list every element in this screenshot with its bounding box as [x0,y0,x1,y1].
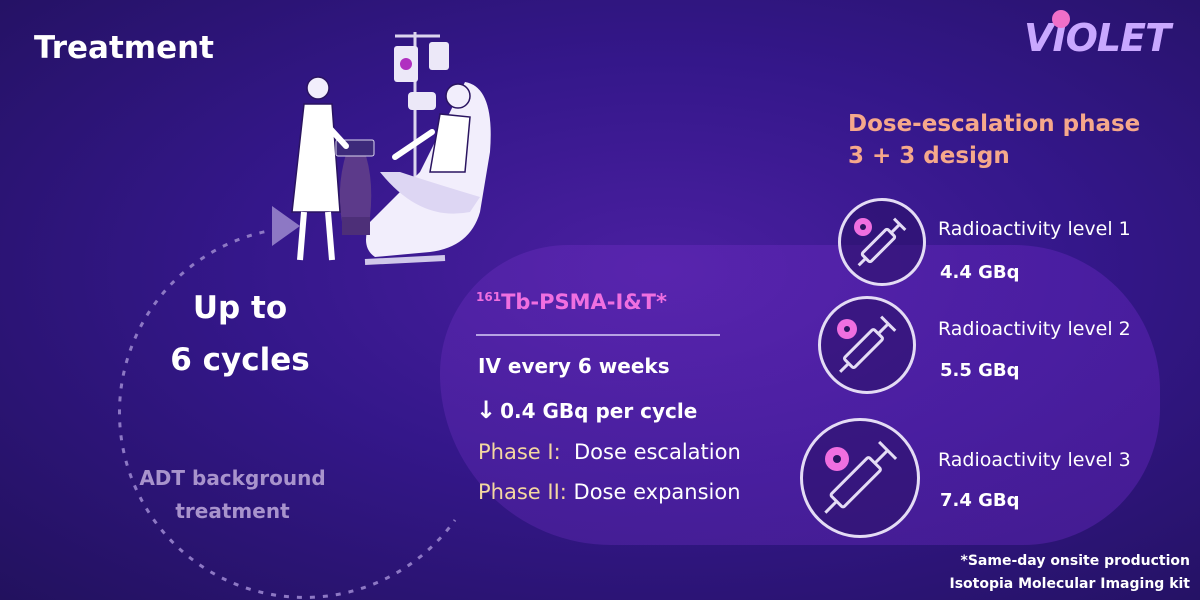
logo-text: VIOLET [1024,16,1171,60]
level-1-dose: 4.4 GBq [940,262,1020,283]
logo-radiation-icon [1052,10,1071,28]
footnote: *Same-day onsite production Isotopia Mol… [950,550,1190,596]
level-2-label: Radioactivity level 2 [938,318,1131,340]
drug-label: Tb-PSMA-I&T* [501,290,667,314]
phase-2-label: Phase II: [478,480,567,504]
arrow-down-icon: ↓ [476,396,497,424]
phase-2-text: Dose expansion [573,480,741,504]
syringe-level-1-icon [838,198,926,286]
cycles-label: Up to 6 cycles [140,282,340,386]
infusion-pump-icon [408,92,436,110]
phase-1: Phase I: Dose escalation [478,440,741,464]
drug-isotope: 161 [476,290,502,304]
iv-schedule: IV every 6 weeks [478,354,670,378]
level-3-label: Radioactivity level 3 [938,449,1131,471]
phase-heading-line2: 3 + 3 design [848,143,1010,169]
phase-heading-line1: Dose-escalation phase [848,111,1141,137]
syringe-level-3-icon [800,418,920,538]
footnote-line2: Isotopia Molecular Imaging kit [949,576,1190,592]
footnote-line1: *Same-day onsite production [960,553,1190,569]
page-title: Treatment [34,30,215,66]
dose-decrement-text: 0.4 GBq per cycle [500,399,698,423]
adt-label: ADT background treatment [110,462,355,528]
level-1-label: Radioactivity level 1 [938,218,1131,240]
study-logo: VIOLET [1024,10,1171,60]
cycles-line1: Up to [192,290,288,326]
level-2-dose: 5.5 GBq [940,360,1020,381]
adt-line2: treatment [175,499,290,523]
phase-1-text: Dose escalation [574,440,741,464]
drug-divider [476,334,720,336]
dose-decrement: ↓0.4 GBq per cycle [476,396,697,424]
patient-infusion-illustration [291,32,491,265]
cycle-arrow-icon [272,206,300,246]
phase-2: Phase II: Dose expansion [478,480,741,504]
syringe-level-2-icon [818,296,916,394]
background-blob [440,245,1160,545]
cycles-line2: 6 cycles [170,342,310,378]
level-3-dose: 7.4 GBq [940,490,1020,511]
drug-name: 161Tb-PSMA-I&T* [476,290,667,314]
phase-heading: Dose-escalation phase 3 + 3 design [848,108,1140,172]
adt-line1: ADT background [139,466,326,490]
phase-1-label: Phase I: [478,440,561,464]
radiation-icon [400,58,412,70]
